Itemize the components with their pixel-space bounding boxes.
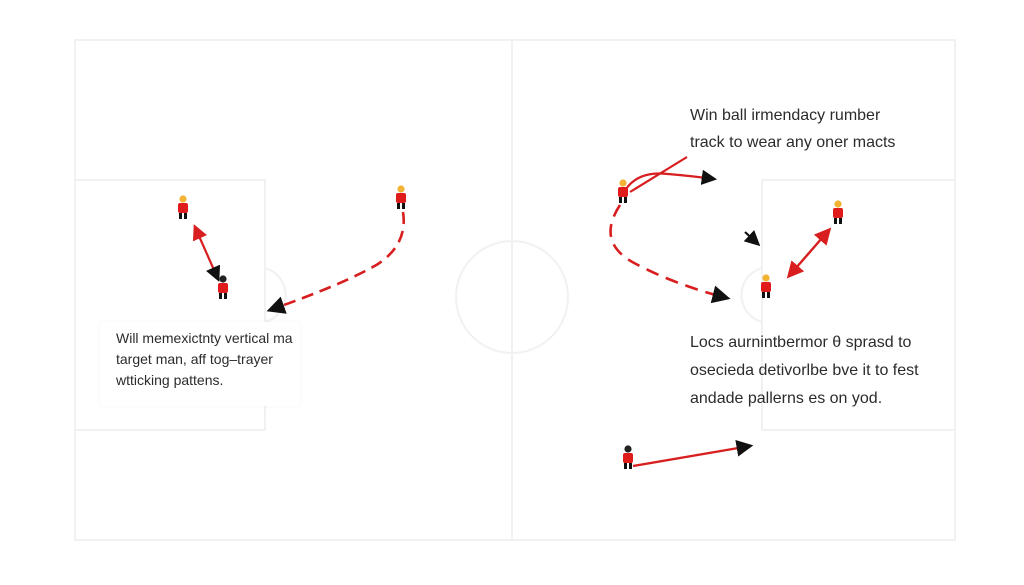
arrow-icon [266,211,405,314]
right-penalty-box [761,179,956,431]
player-icon [396,185,406,209]
arrow-icon [621,169,718,197]
player-icon [218,275,228,299]
right-annotation: Locs aurnintbermor θ sprasd to osecieda … [690,329,919,413]
arrow-icon [192,224,221,282]
arrow-icon [629,156,688,193]
annotation-line: track to wear any oner macts [690,134,896,151]
annotation-line: Will memexictnty vertical ma [116,330,293,346]
annotation-line: Locs aurnintbermor θ sprasd to [690,334,912,351]
top-right-annotation: Win ball irmendacy rumber track to wear … [690,102,895,156]
arrows [192,156,832,468]
arrow-icon [786,227,832,279]
left-penalty-box [74,179,266,431]
player-icon [761,274,771,298]
player-icon [623,445,633,469]
annotation-line: osecieda detivorlbe bve it to fest [690,362,919,379]
player-icon [618,179,628,203]
player-icon [833,200,843,224]
centre-circle [455,240,569,354]
annotation-line: wtticking pattens. [116,372,224,388]
annotation-line: Win ball irmendacy rumber [690,107,881,124]
right-penalty-arc [740,267,763,323]
annotation-line: andade pallerns es on yod. [690,390,883,407]
arrow-icon [632,439,754,468]
left-penalty-arc [264,267,287,323]
player-icon [178,195,188,219]
left-annotation: Will memexictnty vertical ma target man,… [100,322,300,406]
arrow-icon [743,229,761,247]
arrow-icon [609,204,731,304]
annotation-line: target man, aff tog–trayer [116,351,273,367]
pitch-markings [74,39,956,541]
